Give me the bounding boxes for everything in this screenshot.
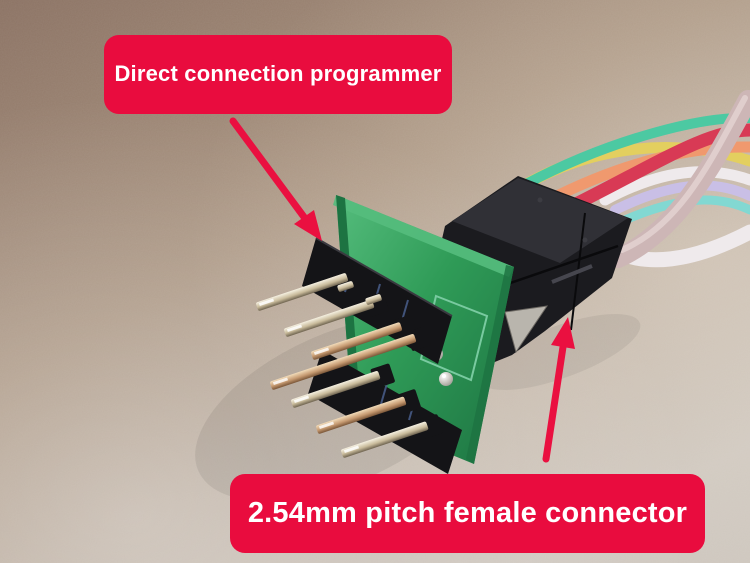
pin [316,389,421,434]
connector-dimple-2 [582,237,588,243]
pcb-right-edge [466,265,514,464]
ribbon-wires [504,90,750,268]
solder-glint-2 [442,374,446,378]
pin-long [270,326,431,390]
arrow-to-female-connector [542,317,575,463]
connector-dimple [537,197,543,203]
header-pins [256,265,443,458]
annotation-arrows [229,117,575,463]
annotation-bottom-label: 2.54mm pitch female connector [230,474,705,553]
annotation-bottom-label-text: 2.54mm pitch female connector [247,496,688,529]
pin-stub-glint [365,294,382,305]
wire-sleeve-highlight [619,95,748,253]
pin [341,414,443,458]
header-row-2 [308,350,462,474]
solder-blob-2 [439,372,453,386]
metal-shield-corner [504,305,549,354]
header-row-1-highlight [315,237,453,317]
wire-cyan [620,195,750,225]
arrow-to-pin-header [229,117,322,241]
connector-latch-slot [551,264,593,284]
annotation-top-label-text: Direct connection programmer [114,61,442,87]
pcb-top-edge [333,195,514,277]
pin-stub-glint [337,281,354,292]
wire-white [599,166,750,206]
pin [291,363,395,408]
annotation-top-label: Direct connection programmer [104,35,452,114]
